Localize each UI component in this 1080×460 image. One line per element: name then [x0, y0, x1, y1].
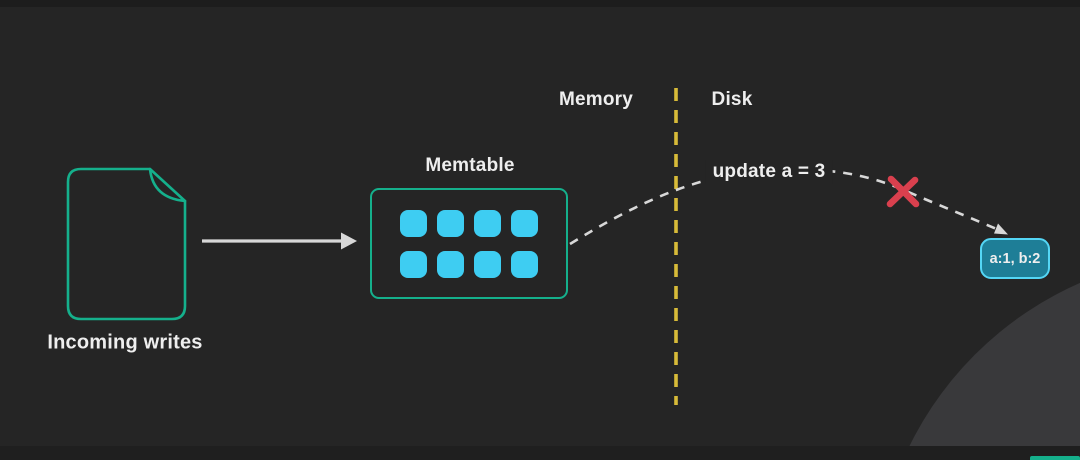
disk-zone-label: Disk — [711, 89, 753, 110]
memtable-slot — [437, 250, 464, 278]
memtable-slot — [400, 209, 427, 237]
bottom-letterbox — [0, 446, 1080, 460]
top-letterbox — [0, 0, 1080, 7]
flush-arrow — [202, 232, 357, 250]
memtable-slot — [511, 250, 538, 278]
memtable-slot — [400, 250, 427, 278]
memtable-slot — [474, 209, 501, 237]
document-icon — [66, 167, 187, 321]
memtable-slot — [511, 209, 538, 237]
failed-write-x-icon — [886, 175, 920, 208]
write-path-arrowhead — [994, 223, 1008, 235]
memtable-slot — [474, 250, 501, 278]
sstable-value: a:1, b:2 — [989, 250, 1041, 267]
memtable-slots — [400, 209, 538, 278]
memory-zone-label: Memory — [558, 89, 634, 110]
memtable-label: Memtable — [425, 155, 515, 176]
memtable-slot — [437, 209, 464, 237]
incoming-writes-label: Incoming writes — [47, 331, 203, 354]
sstable-box: a:1, b:2 — [980, 238, 1050, 279]
memtable-box — [370, 188, 568, 299]
update-annotation: update a = 3 — [705, 160, 833, 184]
cutoff-box-edge — [1030, 456, 1080, 460]
